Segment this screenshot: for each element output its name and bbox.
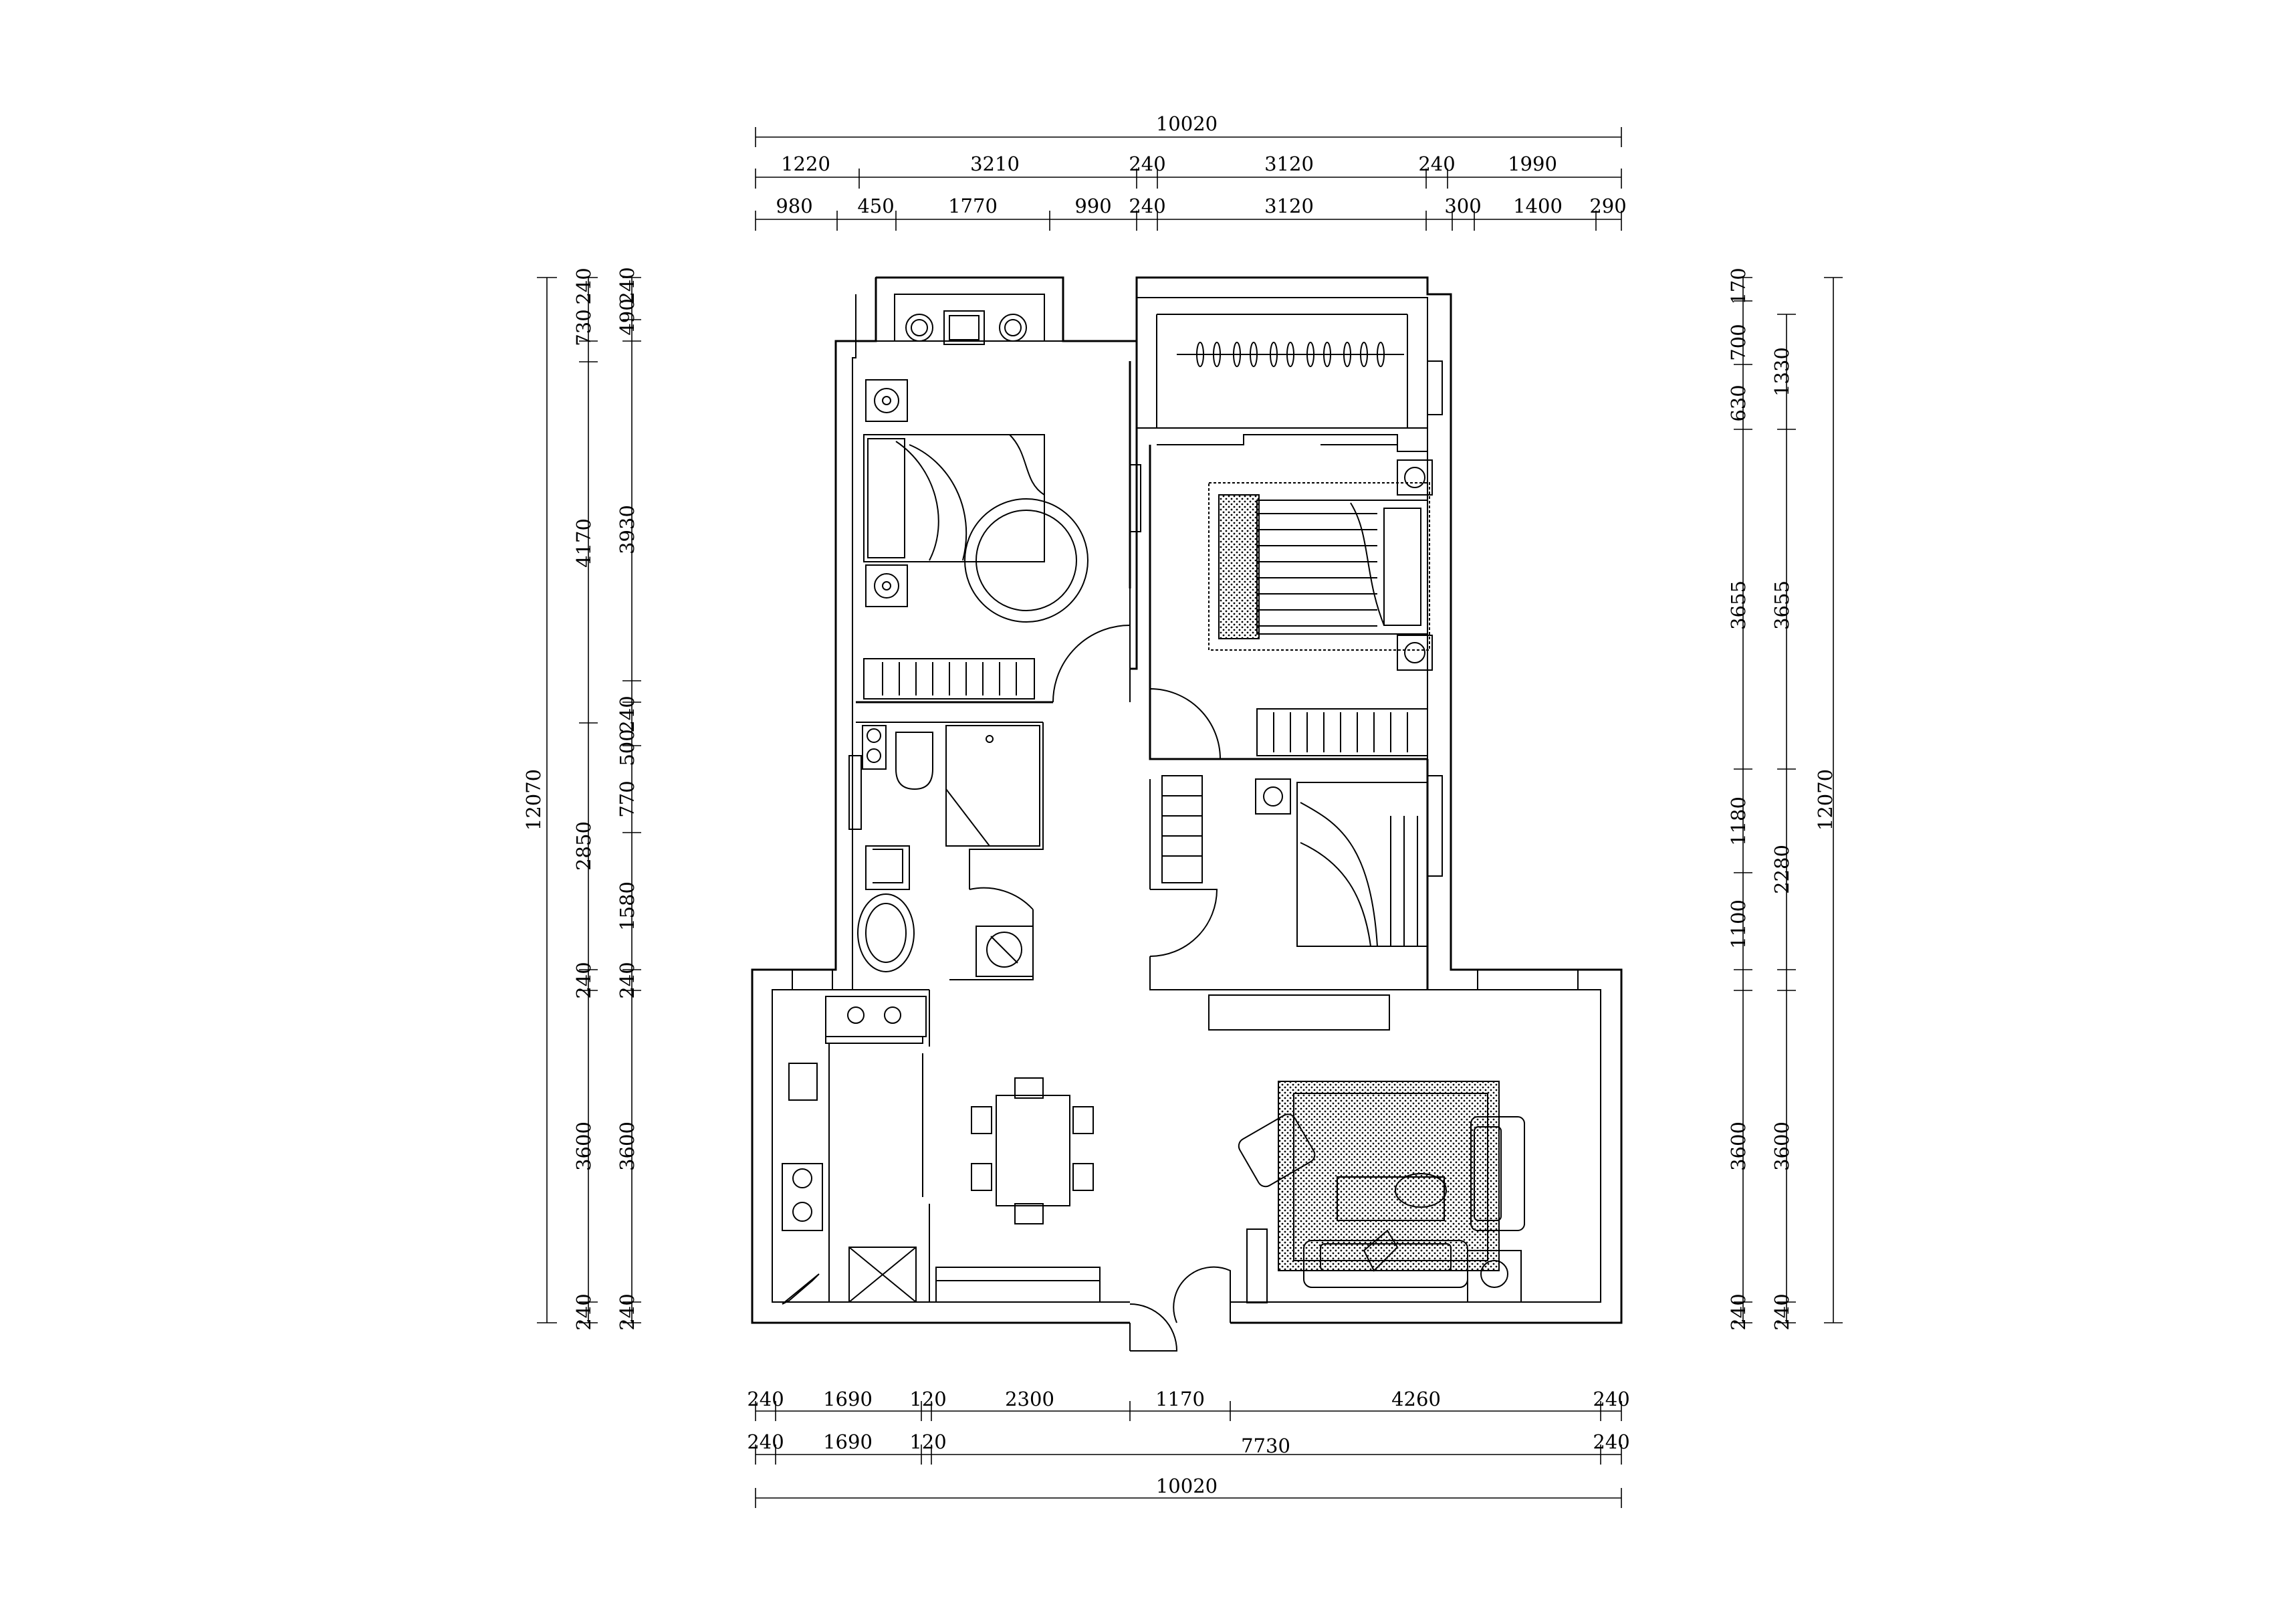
- top-dimensions: 10020 1220 3210 240 3120 240 1990: [755, 112, 1627, 231]
- right-dim-3: 630: [1727, 385, 1750, 421]
- master-bedroom-furniture: [1208, 459, 1433, 756]
- bedroom-2-furniture: [1161, 775, 1428, 947]
- left-dim-5: 240: [572, 962, 595, 998]
- bedroom-1-furniture: [863, 379, 1088, 700]
- left-dim2-2: 240: [616, 267, 639, 304]
- left-dim-3: 4170: [572, 518, 595, 568]
- left-dim2-7: 1580: [616, 881, 639, 931]
- top-dim2-7: 300: [1444, 195, 1481, 217]
- top-dim2-1: 980: [776, 195, 812, 217]
- right-dim2-5: 240: [1770, 1293, 1793, 1330]
- left-dim2-3: 3930: [616, 505, 639, 554]
- right-dim2-1: 1330: [1770, 347, 1793, 397]
- bottom-dim-2: 1690: [823, 1388, 873, 1410]
- top-dim2-2: 450: [857, 195, 894, 217]
- bottom-dimensions: 240 1690 120 2300 1170 4260 240 240 1690…: [747, 1388, 1630, 1508]
- right-dim2-2: 3655: [1770, 580, 1793, 630]
- left-dim2-8: 240: [616, 962, 639, 998]
- windows: [792, 360, 1579, 990]
- left-dim-4: 2850: [572, 821, 595, 871]
- top-dim2-9: 290: [1589, 195, 1626, 217]
- bottom-dim-3: 120: [909, 1388, 946, 1410]
- right-dim-6: 1100: [1727, 899, 1750, 949]
- doors: [969, 624, 1231, 1352]
- top-dim-5: 240: [1418, 152, 1455, 175]
- bottom-dim-1: 240: [747, 1388, 784, 1410]
- bottom-dim2-2: 1690: [823, 1430, 873, 1453]
- left-dim2-1: 490: [616, 298, 639, 335]
- kitchen-furniture: [782, 996, 927, 1305]
- living-room-furniture: [1238, 1081, 1525, 1303]
- top-dim2-6: 3120: [1264, 195, 1314, 217]
- right-dim-8: 240: [1727, 1293, 1750, 1330]
- balcony-plants: [905, 310, 1027, 345]
- right-dim-4: 3655: [1727, 580, 1750, 630]
- right-dimensions: 170 700 630 3655 1180 1100 3600 240 1330…: [1727, 267, 1843, 1331]
- left-dim-1: 730: [572, 309, 595, 346]
- right-dim-2: 700: [1727, 324, 1750, 360]
- right-dim-1: 170: [1727, 267, 1750, 304]
- bottom-overall-dim: 10020: [1156, 1475, 1218, 1497]
- balcony-clothes-rack: [1177, 342, 1404, 367]
- bottom-dim-5: 1170: [1155, 1388, 1205, 1410]
- bottom-dim2-4: 7730: [1241, 1434, 1290, 1457]
- right-overall-dim: 12070: [1814, 769, 1837, 831]
- bottom-dim-4: 2300: [1005, 1388, 1054, 1410]
- left-dim2-9: 3600: [616, 1121, 639, 1171]
- bottom-dim2-1: 240: [747, 1430, 784, 1453]
- top-dim2-4: 990: [1074, 195, 1111, 217]
- top-dim-4: 3120: [1264, 152, 1314, 175]
- right-dim-7: 3600: [1727, 1121, 1750, 1171]
- top-dim-1: 1220: [781, 152, 830, 175]
- left-dimensions: 12070 730 240 4170 2850 240 3600 240: [522, 267, 641, 1331]
- left-dim-7: 240: [572, 1293, 595, 1330]
- bottom-dim-6: 4260: [1391, 1388, 1441, 1410]
- top-dim2-8: 1400: [1513, 195, 1563, 217]
- right-dim2-4: 3600: [1770, 1121, 1793, 1171]
- bottom-dim2-3: 120: [909, 1430, 946, 1453]
- bottom-dim-7: 240: [1593, 1388, 1629, 1410]
- top-dim2-3: 1770: [948, 195, 998, 217]
- top-dim-3: 240: [1129, 152, 1165, 175]
- top-overall-dim: 10020: [1156, 112, 1218, 135]
- top-dim-2: 3210: [970, 152, 1020, 175]
- left-overall-dim: 12070: [522, 769, 545, 831]
- left-dim2-10: 240: [616, 1293, 639, 1330]
- left-dim-6: 3600: [572, 1121, 595, 1171]
- top-dim2-5: 240: [1129, 195, 1165, 217]
- dining-table: [935, 1077, 1101, 1303]
- right-dim-5: 1180: [1727, 796, 1750, 846]
- bottom-dim2-5: 240: [1593, 1430, 1629, 1453]
- left-dim2-6: 770: [616, 780, 639, 817]
- right-dim2-3: 2280: [1770, 845, 1793, 894]
- left-dim2-5: 500: [616, 729, 639, 766]
- left-dim2-4: 240: [616, 695, 639, 732]
- top-dim-6: 1990: [1508, 152, 1557, 175]
- bathroom-fixtures: [857, 725, 1040, 977]
- left-dim-2: 240: [572, 267, 595, 304]
